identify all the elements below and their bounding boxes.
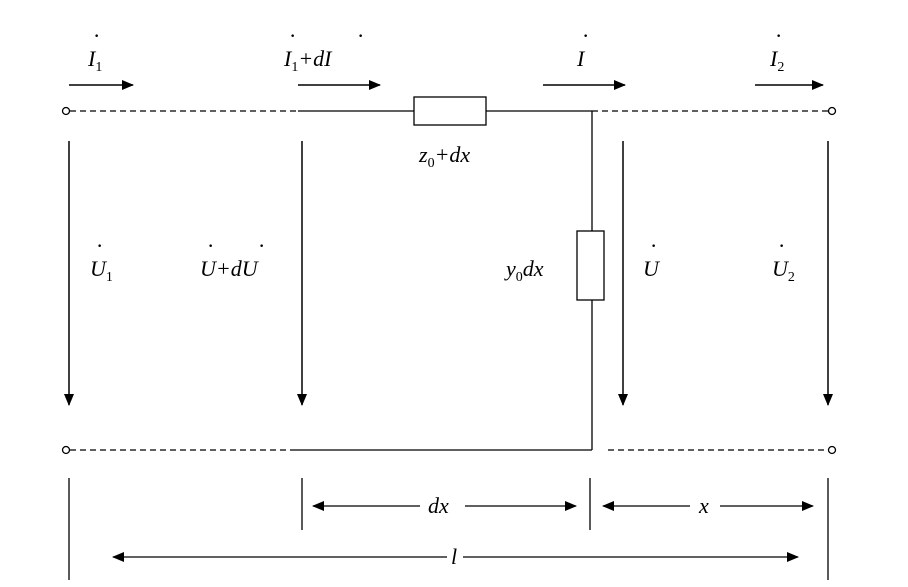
series-impedance — [413, 96, 487, 126]
terminal-top-left — [61, 106, 71, 116]
label-y0dx: y0dx — [504, 256, 544, 285]
dot-u2: · — [778, 233, 785, 258]
svg-text:y0dx: y0dx — [504, 256, 544, 285]
dot-i1: · — [93, 23, 100, 48]
terminal-top-right — [827, 106, 837, 116]
label-u1: · U1 — [90, 233, 113, 285]
svg-text:z0+dx: z0+dx — [418, 142, 470, 171]
terminal-bottom-right — [827, 445, 837, 455]
dot-i: · — [582, 23, 589, 48]
dot-u-mid: · — [650, 233, 657, 258]
svg-text:U: U — [643, 256, 661, 281]
terminal-bottom-left — [61, 445, 71, 455]
dot-i1b: · — [289, 23, 296, 48]
dot-du: · — [258, 233, 265, 258]
dimension-lines — [68, 478, 829, 580]
label-i: · I — [576, 23, 589, 71]
dot-di: · — [357, 23, 364, 48]
dim-label-l: l — [451, 544, 457, 569]
dim-label-dx: dx — [428, 493, 449, 518]
label-u-plus-du: · · U+dU — [200, 233, 265, 281]
svg-text:I2: I2 — [769, 46, 784, 75]
svg-text:U2: U2 — [772, 256, 795, 285]
top-conductor — [61, 96, 837, 126]
label-i1-plus-di: · · I1+dI — [283, 23, 364, 75]
label-u2: · U2 — [772, 233, 795, 285]
label-z0dx: z0+dx — [418, 142, 470, 171]
bottom-conductor — [61, 445, 837, 455]
shunt-branch — [576, 111, 605, 450]
label-i2: · I2 — [769, 23, 784, 75]
label-u: · U — [643, 233, 661, 281]
shunt-admittance — [576, 230, 605, 301]
svg-text:U1: U1 — [90, 256, 113, 285]
svg-text:I1+dI: I1+dI — [283, 46, 333, 75]
voltage-arrows — [64, 141, 833, 406]
dot-u1: · — [96, 233, 103, 258]
label-i1: · I1 — [87, 23, 102, 75]
svg-text:I1: I1 — [87, 46, 102, 75]
svg-text:I: I — [576, 46, 586, 71]
svg-text:U+dU: U+dU — [200, 256, 260, 281]
dot-u: · — [207, 233, 214, 258]
dot-i2: · — [775, 23, 782, 48]
dim-label-x: x — [698, 493, 709, 518]
